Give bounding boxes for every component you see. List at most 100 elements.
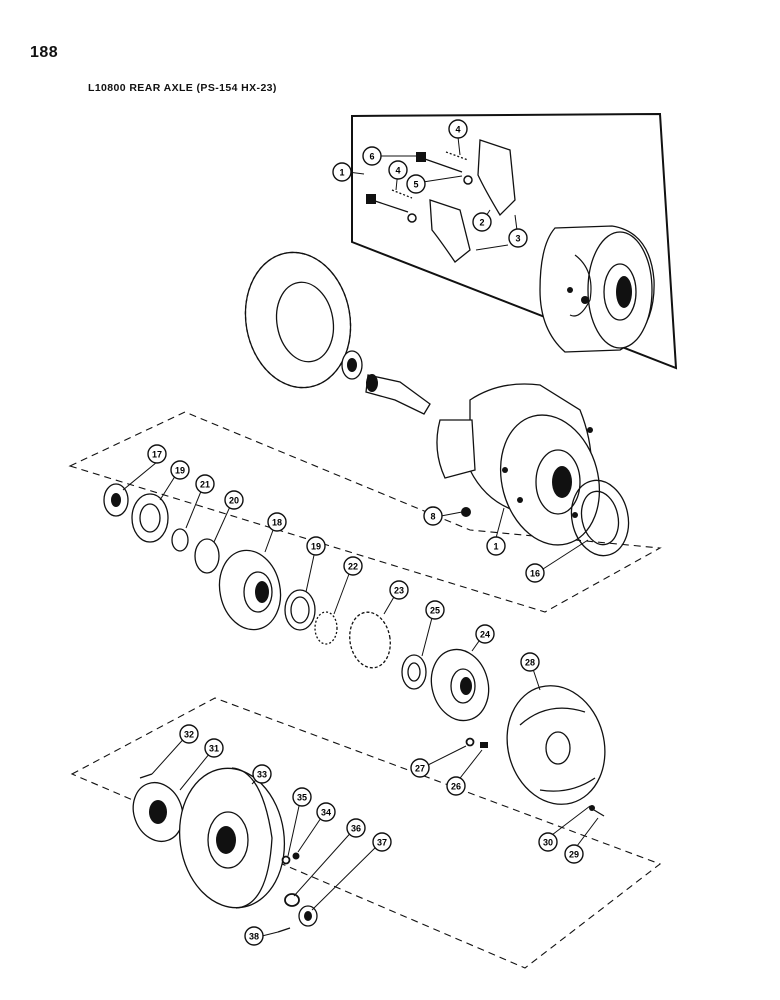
callout-29: 29 (564, 844, 584, 864)
callout-38: 38 (244, 926, 264, 946)
drain-plug (461, 507, 471, 517)
pinion-bearing (341, 350, 363, 380)
small-bolt-32 (139, 773, 153, 779)
nut-34 (292, 852, 300, 860)
callout-24: 24 (475, 624, 495, 644)
svg-text:29: 29 (569, 850, 579, 860)
callout-4-mid: 4 (388, 160, 408, 180)
svg-text:36: 36 (351, 824, 361, 834)
inset-frame (351, 112, 678, 370)
svg-text:16: 16 (530, 569, 540, 579)
brake-drum (178, 767, 286, 909)
callout-33: 33 (252, 764, 272, 784)
hub-flange (430, 648, 490, 722)
svg-text:32: 32 (184, 730, 194, 740)
svg-text:25: 25 (430, 606, 440, 616)
svg-text:34: 34 (321, 808, 331, 818)
differential-housing (436, 383, 601, 546)
callout-21: 21 (195, 474, 215, 494)
callout-35: 35 (292, 787, 312, 807)
svg-text:2: 2 (479, 218, 484, 228)
washer-35 (281, 855, 291, 865)
callout-1-inset: 1 (332, 162, 352, 182)
svg-text:1: 1 (493, 542, 498, 552)
axle-nut (103, 483, 129, 517)
callout-32: 32 (179, 724, 199, 744)
bolt-26 (480, 742, 488, 748)
callout-25: 25 (425, 600, 445, 620)
svg-text:17: 17 (152, 450, 162, 460)
wheel-bearing-cone (314, 611, 338, 645)
castle-nut (298, 905, 318, 927)
page-number: 188 (30, 44, 59, 61)
svg-text:38: 38 (249, 932, 259, 942)
callout-16: 16 (525, 563, 545, 583)
oil-seal (131, 493, 169, 543)
callout-34: 34 (316, 802, 336, 822)
callout-18: 18 (267, 512, 287, 532)
brake-drum-cover (132, 781, 184, 843)
svg-text:21: 21 (200, 480, 210, 490)
washer-27 (465, 737, 475, 747)
svg-text:33: 33 (257, 770, 267, 780)
svg-text:3: 3 (515, 234, 520, 244)
inset-bolts (366, 151, 473, 223)
callout-6: 6 (362, 146, 382, 166)
seal-ring (194, 538, 220, 574)
callout-23: 23 (389, 580, 409, 600)
svg-text:37: 37 (377, 838, 387, 848)
cotter-pin (277, 927, 291, 933)
inner-bearing (401, 654, 427, 690)
svg-text:35: 35 (297, 793, 307, 803)
callout-19-left: 19 (170, 460, 190, 480)
callout-4-top: 4 (448, 119, 468, 139)
thrust-washer (284, 893, 300, 907)
callout-5: 5 (406, 174, 426, 194)
callout-30: 30 (538, 832, 558, 852)
wheel-bearing-cup (284, 589, 316, 631)
svg-text:26: 26 (451, 782, 461, 792)
inset-axle-housing (539, 225, 655, 353)
lower-dashed-group (70, 697, 662, 969)
svg-text:19: 19 (311, 542, 321, 552)
svg-text:4: 4 (395, 166, 400, 176)
page-title: L10800 REAR AXLE (PS-154 HX-23) (88, 82, 277, 94)
callout-31: 31 (204, 738, 224, 758)
callout-20: 20 (224, 490, 244, 510)
svg-text:27: 27 (415, 764, 425, 774)
bearing-retainer (218, 549, 282, 631)
svg-text:20: 20 (229, 496, 239, 506)
brake-backing-plate (506, 685, 606, 805)
callout-37: 37 (372, 832, 392, 852)
svg-text:6: 6 (369, 152, 374, 162)
callout-2: 2 (472, 212, 492, 232)
callout-36: 36 (346, 818, 366, 838)
svg-text:22: 22 (348, 562, 358, 572)
svg-text:30: 30 (543, 838, 553, 848)
backing-plate-bolt (589, 805, 605, 817)
callout-1-main: 1 (486, 536, 506, 556)
callout-8: 8 (423, 506, 443, 526)
svg-text:19: 19 (175, 466, 185, 476)
ring-gear (244, 251, 352, 389)
callout-26: 26 (446, 776, 466, 796)
pinion-gear (365, 374, 431, 415)
svg-text:23: 23 (394, 586, 404, 596)
callout-3: 3 (508, 228, 528, 248)
callout-22: 22 (343, 556, 363, 576)
svg-text:31: 31 (209, 744, 219, 754)
callout-27: 27 (410, 758, 430, 778)
callout-19-right: 19 (306, 536, 326, 556)
svg-text:28: 28 (525, 658, 535, 668)
svg-text:24: 24 (480, 630, 490, 640)
callout-17: 17 (147, 444, 167, 464)
svg-text:5: 5 (413, 180, 418, 190)
callout-28: 28 (520, 652, 540, 672)
housing-gasket (570, 479, 630, 557)
svg-text:8: 8 (430, 512, 435, 522)
svg-text:1: 1 (339, 168, 344, 178)
leader-lines (122, 136, 599, 937)
shim-gasket (349, 611, 391, 669)
snap-ring (171, 528, 189, 552)
